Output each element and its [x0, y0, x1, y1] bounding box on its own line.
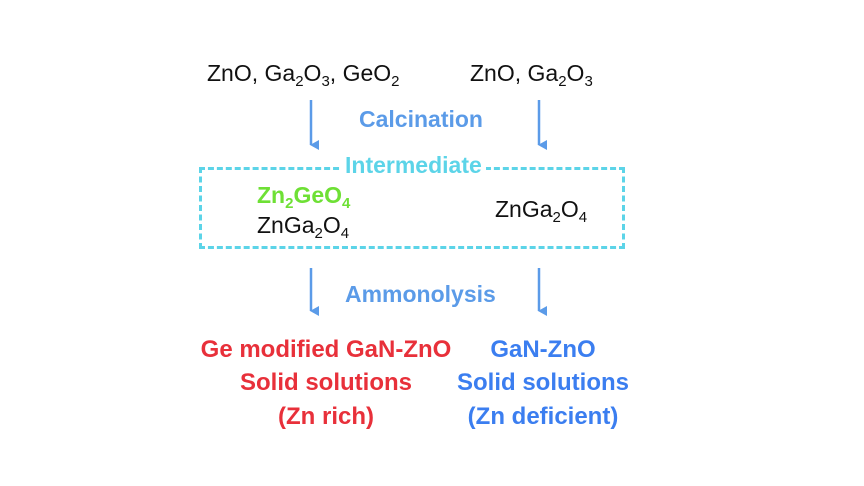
zn2geo4-geo: GeO [293, 182, 343, 208]
left-product-line3: (Zn rich) [278, 403, 374, 430]
right-reactants: ZnO, Ga2O3 [470, 60, 593, 90]
left-reactant-separator: , [329, 60, 343, 86]
left-reactant-zno: ZnO, [207, 60, 265, 86]
ammonolysis-label: Ammonolysis [345, 281, 496, 307]
zn2geo4-geo-sub: 4 [342, 195, 351, 212]
znga2o4-right-o: O [560, 196, 579, 222]
right-product-line1: GaN-ZnO [490, 336, 596, 363]
right-reactant-o-sub: 3 [584, 73, 593, 90]
znga2o4-left-znga: ZnGa [257, 212, 315, 238]
calcination-label: Calcination [359, 106, 483, 132]
left-reactant-ga: Ga [264, 60, 296, 86]
zn2geo4-zn: Zn [257, 182, 286, 208]
intermediate-label: Intermediate [341, 154, 486, 177]
znga2o4-left-o-sub: 4 [340, 225, 350, 242]
left-reactants: ZnO, Ga2O3, GeO2 [207, 60, 399, 90]
znga2o4-right-znga: ZnGa [495, 196, 553, 222]
right-reactant-ga-sub: 2 [558, 73, 567, 90]
znga2o4-right-o-sub: 4 [578, 209, 588, 226]
left-reactant-o-sub: 3 [321, 73, 330, 90]
left-product-line1: Ge modified GaN-ZnO [200, 336, 452, 363]
znga2o4-left-sub: 2 [314, 225, 323, 242]
left-product-line2: Solid solutions [240, 369, 412, 396]
intermediate-znga2o4-left: ZnGa2O4 [257, 212, 349, 242]
intermediate-zn2geo4: Zn2GeO4 [257, 182, 350, 212]
intermediate-znga2o4-right: ZnGa2O4 [495, 196, 587, 226]
znga2o4-left-o: O [322, 212, 341, 238]
left-reactant-ga-sub: 2 [295, 73, 304, 90]
right-product-line3: (Zn deficient) [467, 403, 619, 430]
znga2o4-right-sub: 2 [552, 209, 561, 226]
left-reactant-geo: GeO [342, 60, 392, 86]
right-product-line2: Solid solutions [457, 369, 629, 396]
left-reactant-o: O [303, 60, 322, 86]
left-reactant-geo-sub: 2 [391, 73, 400, 90]
right-reactant-zno: ZnO, [470, 60, 528, 86]
right-reactant-o: O [566, 60, 585, 86]
zn2geo4-zn-sub: 2 [285, 195, 294, 212]
right-reactant-ga: Ga [527, 60, 559, 86]
